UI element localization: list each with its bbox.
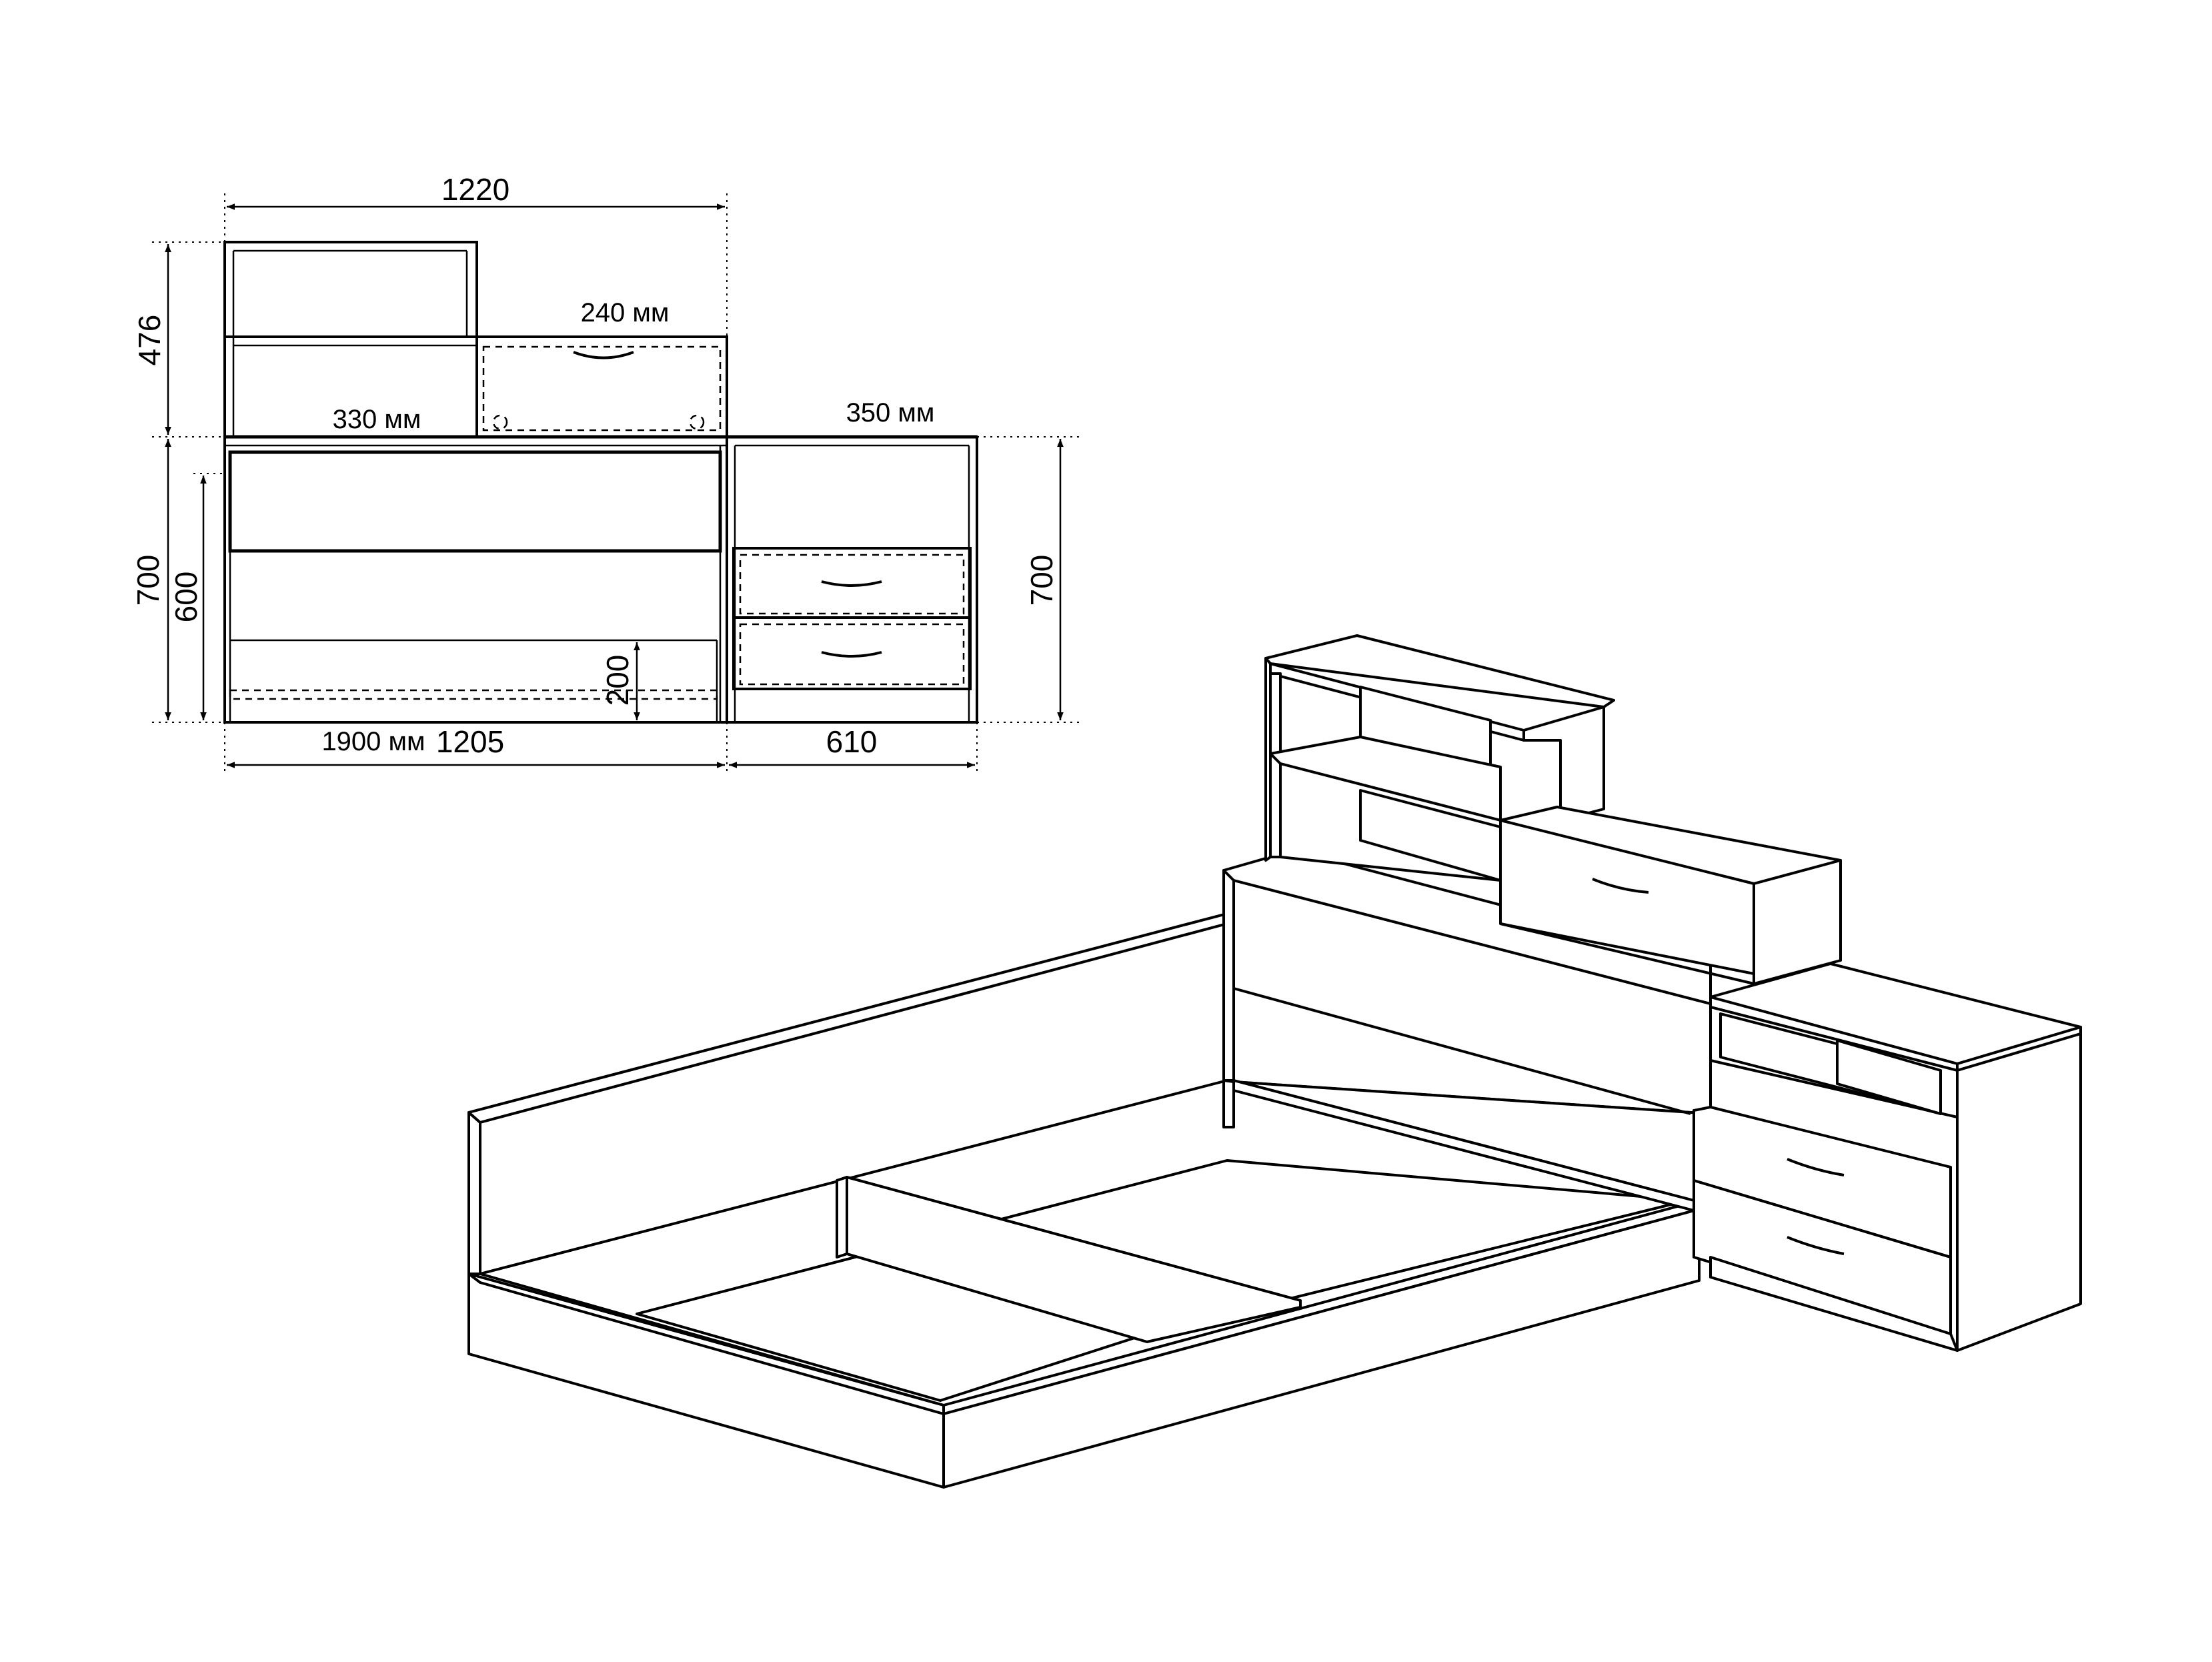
dim-nightstand-depth: 350 мм — [846, 398, 935, 428]
bed-side-rail — [942, 1208, 1701, 1489]
dim-nightstand-width: 610 — [826, 724, 878, 759]
hinged-box — [475, 335, 728, 438]
nightstand-drawer-1 — [732, 547, 972, 619]
front-elevation: 1220 476 240 мм 330 мм 350 мм 700 600 70… — [131, 172, 1080, 774]
nightstand-iso-drawer-1 — [1693, 1106, 1952, 1259]
middle-shelf-iso — [1269, 736, 1502, 822]
dim-bed-height: 700 — [131, 555, 165, 606]
isometric-view — [467, 634, 2082, 1489]
dim-headboard-front-height: 600 — [169, 572, 203, 623]
nightstand-drawer-2 — [732, 616, 972, 690]
top-shelf — [1264, 634, 1615, 708]
dim-shelf-height: 476 — [132, 315, 167, 366]
dim-base-height: 200 — [600, 655, 635, 706]
dim-bed-width: 1205 — [436, 724, 504, 759]
dim-bed-length: 1900 мм — [321, 727, 425, 756]
headboard-front — [223, 436, 728, 724]
nightstand-side-iso — [1956, 1032, 2082, 1352]
dim-headboard-depth: 330 мм — [333, 405, 421, 434]
dim-total-width: 1220 — [441, 172, 509, 207]
hinged-box-handle — [573, 351, 634, 359]
dim-hinged-box-depth: 240 мм — [581, 298, 670, 327]
nightstand-front — [726, 436, 978, 724]
top-shelf-support — [1522, 706, 1605, 822]
dim-nightstand-height: 700 — [1024, 555, 1059, 606]
